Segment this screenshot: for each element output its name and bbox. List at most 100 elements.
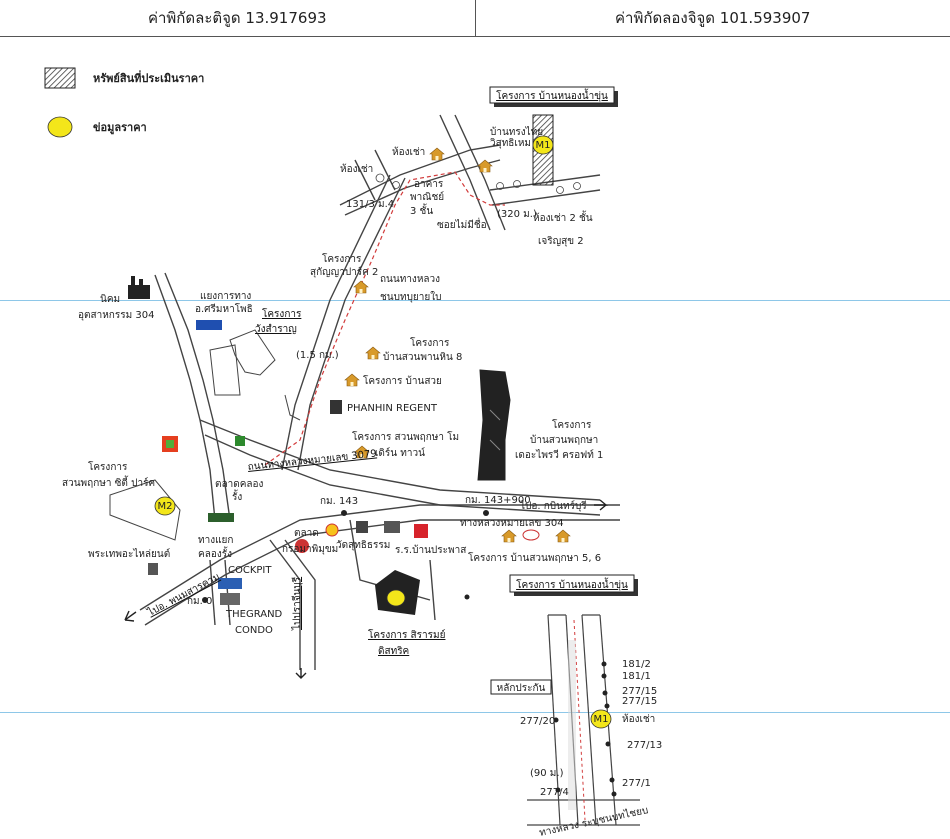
to-prachinburi-label: ไปปราจีนบุรี	[291, 576, 303, 631]
inset-277-13: 277/13	[627, 740, 662, 751]
junction-sub: คลองรั้ง	[198, 546, 232, 560]
distance-15km-label: (1.5 กม.)	[296, 350, 339, 361]
commercial-label-2: พาณิชย์	[410, 191, 444, 203]
m1-marker-icon	[532, 135, 554, 155]
suan-56-label: โครงการ บ้านสวนพฤกษา 5, 6	[468, 551, 601, 564]
siram-sub: ดิสทริค	[378, 646, 409, 657]
shophouse-left-label: ห้องเช่า	[340, 163, 373, 175]
phra-thep-label: พระเทพอะไหล่ยนต์	[88, 548, 170, 560]
ban-song-thai-sub: วิสุทธิเหม	[490, 138, 531, 149]
deprive-label: โครงการ	[552, 418, 592, 431]
inset-277-20: 277/20	[520, 716, 555, 727]
shop-icon	[356, 521, 368, 533]
siram-marker-icon	[386, 589, 406, 607]
inset-m1-label: M1	[594, 714, 609, 725]
logo-icon	[295, 539, 309, 553]
commercial-label-3: 3 ชั้น	[410, 203, 433, 217]
distance-320-label: (320 ม.)	[497, 209, 537, 220]
cockpit-label: COCKPIT	[228, 565, 272, 576]
scan-line	[0, 712, 950, 713]
krongthai-label: กรอมาพิมุขม	[282, 544, 338, 555]
shop-icon	[384, 521, 400, 533]
km-143-label: กม. 143	[320, 496, 358, 507]
price-marker-swatch-icon	[47, 116, 73, 138]
road-network	[139, 114, 620, 670]
inset-277-16: 277/15	[622, 696, 657, 707]
deprive-sub-2: เดอะไพรวี ครอฟท์ 1	[515, 449, 603, 461]
inset-road-bottom: ทางหลวง ระบุชนบทไชยบ	[538, 804, 649, 839]
deprive-sub-1: บ้านสวนพฤกษา	[530, 434, 598, 446]
km-0-label: กม. 0	[187, 596, 212, 607]
cockpit-icon	[218, 578, 242, 589]
suan-phan-sub: บ้านสวนพานหิน 8	[383, 351, 462, 363]
m1-marker-label: M1	[536, 140, 551, 151]
market-short-label: ตลาด	[294, 528, 319, 539]
arrow-down-icon	[295, 668, 307, 679]
sukanya-label: โครงการ	[322, 252, 362, 265]
address-131-label: 131/3 ม.4	[346, 199, 394, 210]
house-icon	[353, 280, 369, 294]
sukanya-sub: สุกัญญาปาร์ค 2	[310, 266, 378, 278]
house-icon	[429, 147, 445, 161]
market-sub: รั้ง	[232, 489, 242, 503]
grand-condo-label: THEGRAND	[225, 609, 283, 620]
wat-label: วัดสุทธิธรรม	[336, 540, 390, 551]
km-143-dot	[341, 510, 347, 516]
inset-181-1: 181/1	[622, 671, 651, 682]
arrow-right-icon	[594, 499, 608, 511]
deprive-parcel	[477, 369, 511, 481]
parcel-detail	[489, 409, 501, 451]
to-kabin-label: ไปอ. กบินทร์บุรี	[519, 500, 587, 512]
shell-icon	[325, 523, 339, 537]
shop-icon	[148, 563, 158, 575]
point-dot	[464, 594, 470, 600]
project-nong-nam-khun-label: โครงการ บ้านหนองน้ำขุ่น	[496, 88, 608, 102]
km-143-900-label: กม. 143+900	[465, 495, 531, 506]
junction-label: ทางแยก	[198, 535, 233, 546]
inset-title: โครงการ บ้านหนองน้ำขุ่น	[516, 577, 628, 591]
wang-sub: วังสำราญ	[255, 324, 297, 335]
house-icon	[344, 373, 360, 387]
inset-181-2: 181/2	[622, 659, 651, 670]
legend-price-label: ข่อมูลราคา	[93, 121, 147, 135]
soi-label: ซอยไม่มีชื่อ	[437, 217, 487, 231]
siram-label: โครงการ สิรารมย์	[368, 628, 445, 641]
m-store-icon	[414, 524, 428, 538]
wang-label: โครงการ	[262, 307, 302, 320]
intersection-label: แยงการทาง	[200, 291, 251, 302]
parcels	[109, 329, 301, 541]
road-highway-label: ถนนทางหลวง	[380, 274, 440, 285]
inset-277-15: 277/15	[622, 686, 657, 697]
m2-marker-label: M2	[158, 501, 173, 512]
km-143900-dot	[483, 510, 489, 516]
toyota-icon	[522, 529, 540, 541]
legend: หรัพย์สินที่ประเมินราคา ข่อมูลราคา	[44, 67, 204, 138]
hatched-swatch-icon	[44, 67, 76, 89]
coordinate-header: ค่าพิกัดละติจูด 13.917693 ค่าพิกัดลองจิจ…	[0, 0, 950, 37]
intersection-sub: อ.ศรีมหาโพธิ	[195, 302, 253, 315]
to-phanom-sarakham-label: ไปอ. พนมสารคาม	[145, 571, 222, 620]
top-project-title: โครงการ บ้านหนองน้ำขุ่น	[489, 86, 618, 107]
condo-icon	[220, 593, 240, 605]
building-icon	[330, 400, 342, 414]
house-icon	[501, 529, 517, 543]
highway-3079-label: ถนนทางหลวงหมายเลข 3079	[247, 448, 377, 472]
rental-2floor-sub: เจริญสุข 2	[538, 236, 584, 247]
latitude-label: ค่าพิกัดละติจูด 13.917693	[147, 9, 327, 27]
house-icon	[365, 346, 381, 360]
inset-m1-marker-icon	[590, 709, 612, 729]
inset-rental: ห้องเช่า	[622, 713, 655, 725]
m2-marker-icon	[154, 496, 176, 516]
road-highway-sub: ชนบทบุยายใบ	[380, 291, 441, 303]
inset-277-1: 277/1	[622, 778, 651, 789]
prachasan-label: ร.ร.บ้านประพาส	[395, 544, 466, 556]
inset-map: โครงการ บ้านหนองน้ำขุ่น หลักประกัน M1 18…	[490, 574, 662, 839]
inset-277-4: 277/4	[540, 787, 569, 798]
shophouse-mid-label: ห้องเช่า	[392, 146, 425, 158]
seven-eleven-icon	[235, 436, 245, 446]
commercial-label-1: อาคาร	[414, 179, 444, 190]
ban-suay-label: โครงการ บ้านสวย	[363, 374, 442, 387]
industrial-sub: อุตสาหกรรม 304	[78, 310, 154, 321]
suan-pruksa-modern-label: โครงการ สวนพฤกษา โม	[352, 430, 459, 443]
